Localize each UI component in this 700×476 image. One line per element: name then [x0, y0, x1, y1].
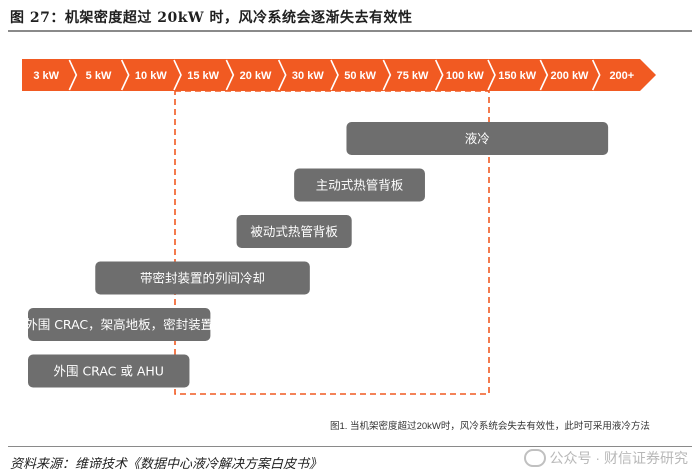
- cooling-bar-label: 被动式热管背板: [250, 224, 338, 239]
- watermark: 公众号 · 财信证券研究: [523, 448, 688, 468]
- scale-label: 20 kW: [240, 70, 272, 82]
- scale-label: 75 kW: [397, 70, 429, 82]
- scale-chevron: [173, 59, 182, 91]
- scale-label: 15 kW: [187, 70, 219, 82]
- scale-chevron: [68, 59, 78, 91]
- scale-label: 100 kW: [446, 70, 485, 82]
- scale-chevron: [539, 59, 549, 91]
- cooling-bar: [294, 168, 425, 202]
- scale-label: 10 kW: [135, 70, 167, 82]
- scale-chevron: [591, 59, 601, 91]
- source-note: 资料来源：维谛技术《数据中心液冷解决方案白皮书》: [10, 457, 323, 472]
- scale-label: 150 kW: [498, 70, 537, 82]
- cooling-bar: [236, 215, 352, 248]
- scale-chevron: [225, 59, 235, 91]
- scale-chevron: [277, 59, 287, 91]
- figure-title: 图 27：机架密度超过 20kW 时，风冷系统会逐渐失去有效性: [10, 10, 413, 26]
- cooling-bar-label: 外围 CRAC 或 AHU: [53, 364, 164, 379]
- watermark-text: 公众号 · 财信证券研究: [549, 450, 688, 466]
- cooling-bar-label: 液冷: [465, 131, 490, 146]
- cooling-bar: [28, 354, 190, 388]
- scale-chevron: [382, 59, 392, 91]
- scale-label: 50 kW: [344, 70, 376, 82]
- scale-arrow-body: [22, 59, 600, 91]
- scale-chevron: [487, 59, 496, 91]
- effectiveness-dashed-box: [174, 90, 490, 395]
- scale-label: 200+: [609, 70, 634, 82]
- scale-chevron: [330, 59, 339, 91]
- bottom-rule: [8, 446, 692, 447]
- highlight-dashed-box: [174, 90, 490, 395]
- scale-arrow-head: [597, 59, 656, 91]
- cooling-bar-label: 主动式热管背板: [316, 178, 404, 193]
- scale-chevron: [434, 59, 444, 91]
- scale-label: 5 kW: [86, 70, 112, 82]
- top-rule: [8, 30, 692, 32]
- wechat-icon: [523, 449, 546, 467]
- figure-caption: 图1. 当机架密度超过20kW时，风冷系统会失去有效性，此时可采用液冷方法: [330, 421, 650, 432]
- scale-label: 3 kW: [33, 70, 59, 82]
- cooling-bar-label: 带密封装置的列间冷却: [140, 271, 265, 286]
- cooling-bar: [95, 261, 310, 295]
- cooling-bar: [346, 122, 609, 155]
- scale-label: 200 kW: [551, 70, 590, 82]
- cooling-bar: [28, 308, 211, 341]
- cooling-bar-label: 外围 CRAC，架高地板，密封装置: [25, 317, 213, 332]
- density-scale-arrow: 3 kW 5 kW 10 kW 15 kW 20 kW 30 kW 50 kW 75 kW 10…: [22, 59, 656, 91]
- scale-label: 30 kW: [292, 70, 324, 82]
- scale-chevron: [120, 59, 130, 91]
